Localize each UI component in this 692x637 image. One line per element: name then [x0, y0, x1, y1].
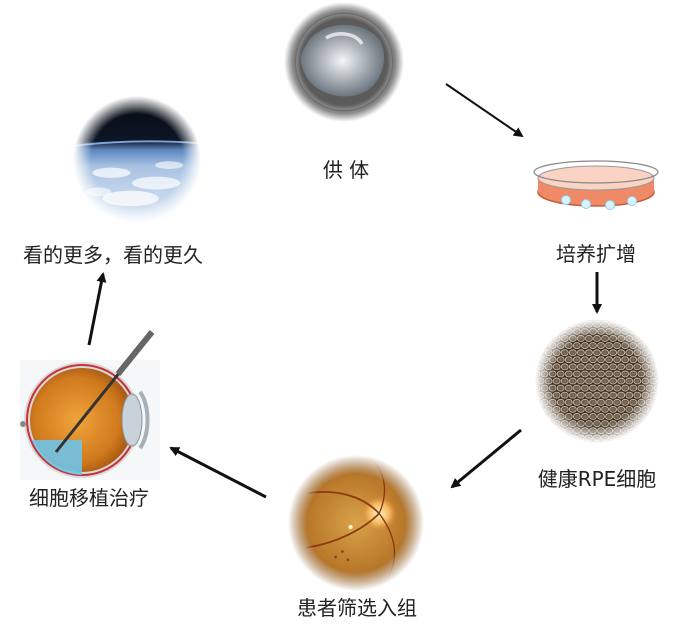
node-culture-label: 培养扩增	[556, 242, 636, 266]
node-outcome-label: 看的更多，看的更久	[23, 243, 203, 267]
donor-eye-tissue-image	[284, 1, 404, 122]
node-donor-label: 供 体	[323, 158, 369, 182]
arrow-rpe-to-patient	[450, 428, 522, 489]
earth-horizon-image	[72, 95, 202, 224]
node-patient-label: 患者筛选入组	[297, 596, 417, 620]
node-rpe-label: 健康RPE细胞	[538, 467, 657, 491]
retina-fundus-image	[288, 455, 424, 591]
node-transplant-label: 细胞移植治疗	[29, 486, 149, 510]
eye-injection-diagram-image	[20, 330, 160, 480]
arrow-transplant-to-outcome	[87, 272, 107, 346]
petri-dish-culture-image	[533, 160, 659, 210]
arrow-donor-to-culture	[445, 83, 524, 138]
rpe-cell-micrograph-image	[532, 319, 662, 443]
arrow-patient-to-transplant	[169, 446, 267, 499]
